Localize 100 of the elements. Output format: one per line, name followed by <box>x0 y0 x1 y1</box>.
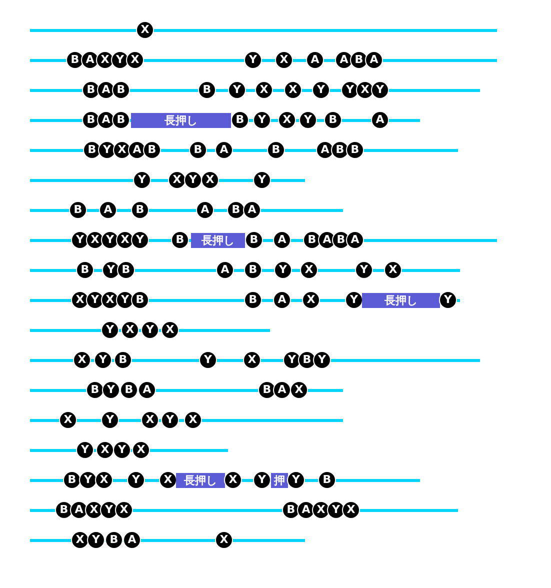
button-circle: Y <box>95 352 111 368</box>
button-circle: Y <box>134 172 150 188</box>
button-circle: A <box>82 52 98 68</box>
button-circle: Y <box>288 472 304 488</box>
button-circle: B <box>325 112 341 128</box>
button-circle: A <box>274 232 290 248</box>
button-circle: B <box>228 202 244 218</box>
button-circle: X <box>96 472 112 488</box>
button-circle: Y <box>254 112 270 128</box>
button-circle: Y <box>103 382 119 398</box>
hold-bar: 長押し <box>131 113 231 128</box>
button-circle: A <box>274 382 290 398</box>
button-circle: A <box>124 532 140 548</box>
button-circle: Y <box>99 142 115 158</box>
button-circle: B <box>70 202 86 218</box>
button-circle: B <box>113 82 129 98</box>
button-circle: Y <box>87 292 103 308</box>
button-circle: Y <box>342 82 358 98</box>
button-circle: X <box>97 52 113 68</box>
button-circle: Y <box>142 322 158 338</box>
button-circle: X <box>127 52 143 68</box>
button-circle: B <box>319 472 335 488</box>
button-circle: B <box>132 202 148 218</box>
button-circle: X <box>114 142 130 158</box>
button-circle: X <box>72 532 88 548</box>
button-circle: X <box>116 502 132 518</box>
button-circle: A <box>139 382 155 398</box>
button-circle: B <box>118 262 134 278</box>
button-circle: B <box>56 502 72 518</box>
button-circle: B <box>115 352 131 368</box>
button-circle: X <box>185 412 201 428</box>
button-circle: X <box>357 82 373 98</box>
button-circle: B <box>67 52 83 68</box>
button-circle: A <box>98 112 114 128</box>
button-circle: X <box>122 322 138 338</box>
button-circle: B <box>232 112 248 128</box>
button-circle: Y <box>102 322 118 338</box>
button-circle: B <box>199 82 215 98</box>
button-circle: X <box>102 292 118 308</box>
button-circle: Y <box>254 172 270 188</box>
button-circle: X <box>142 412 158 428</box>
button-circle: B <box>113 112 129 128</box>
button-circle: X <box>133 442 149 458</box>
button-circle: B <box>121 382 137 398</box>
button-circle: X <box>301 262 317 278</box>
button-circle: A <box>100 202 116 218</box>
button-circle: B <box>245 292 261 308</box>
button-circle: Y <box>254 472 270 488</box>
button-circle: X <box>279 112 295 128</box>
button-circle: X <box>244 352 260 368</box>
button-circle: A <box>98 82 114 98</box>
button-circle: B <box>172 232 188 248</box>
button-circle: A <box>307 52 323 68</box>
button-circle: X <box>385 262 401 278</box>
button-circle: Y <box>132 232 148 248</box>
button-circle: B <box>87 382 103 398</box>
button-circle: B <box>268 142 284 158</box>
button-circle: B <box>144 142 160 158</box>
button-circle: X <box>225 472 241 488</box>
button-circle: B <box>347 142 363 158</box>
button-circle: Y <box>372 82 388 98</box>
button-circle: Y <box>185 172 201 188</box>
button-circle: B <box>106 532 122 548</box>
button-circle: Y <box>200 352 216 368</box>
button-circle: B <box>299 352 315 368</box>
button-circle: B <box>190 142 206 158</box>
button-circle: X <box>97 442 113 458</box>
button-circle: B <box>83 82 99 98</box>
button-circle: A <box>197 202 213 218</box>
button-circle: X <box>291 382 307 398</box>
button-circle: B <box>259 382 275 398</box>
button-circle: B <box>351 52 367 68</box>
button-circle: Y <box>103 262 119 278</box>
button-circle: A <box>244 202 260 218</box>
button-circle: Y <box>101 502 117 518</box>
button-circle: Y <box>88 532 104 548</box>
button-circle: Y <box>128 472 144 488</box>
button-circle: A <box>366 52 382 68</box>
button-circle: Y <box>440 292 456 308</box>
button-circle: X <box>72 292 88 308</box>
button-circle: Y <box>77 442 93 458</box>
button-circle: X <box>74 352 90 368</box>
button-circle: X <box>303 292 319 308</box>
button-circle: B <box>245 262 261 278</box>
button-circle: Y <box>300 112 316 128</box>
button-circle: B <box>84 142 100 158</box>
button-circle: X <box>60 412 76 428</box>
button-circle: B <box>77 262 93 278</box>
button-circle: Y <box>72 232 88 248</box>
button-circle: A <box>274 292 290 308</box>
button-circle: A <box>216 142 232 158</box>
button-circle: A <box>372 112 388 128</box>
button-circle: X <box>216 532 232 548</box>
button-circle: Y <box>112 52 128 68</box>
hold-bar: 押 <box>271 473 288 488</box>
button-circle: B <box>283 502 299 518</box>
button-circle: X <box>162 322 178 338</box>
button-circle: Y <box>114 442 130 458</box>
button-circle: Y <box>162 412 178 428</box>
button-circle: B <box>83 112 99 128</box>
